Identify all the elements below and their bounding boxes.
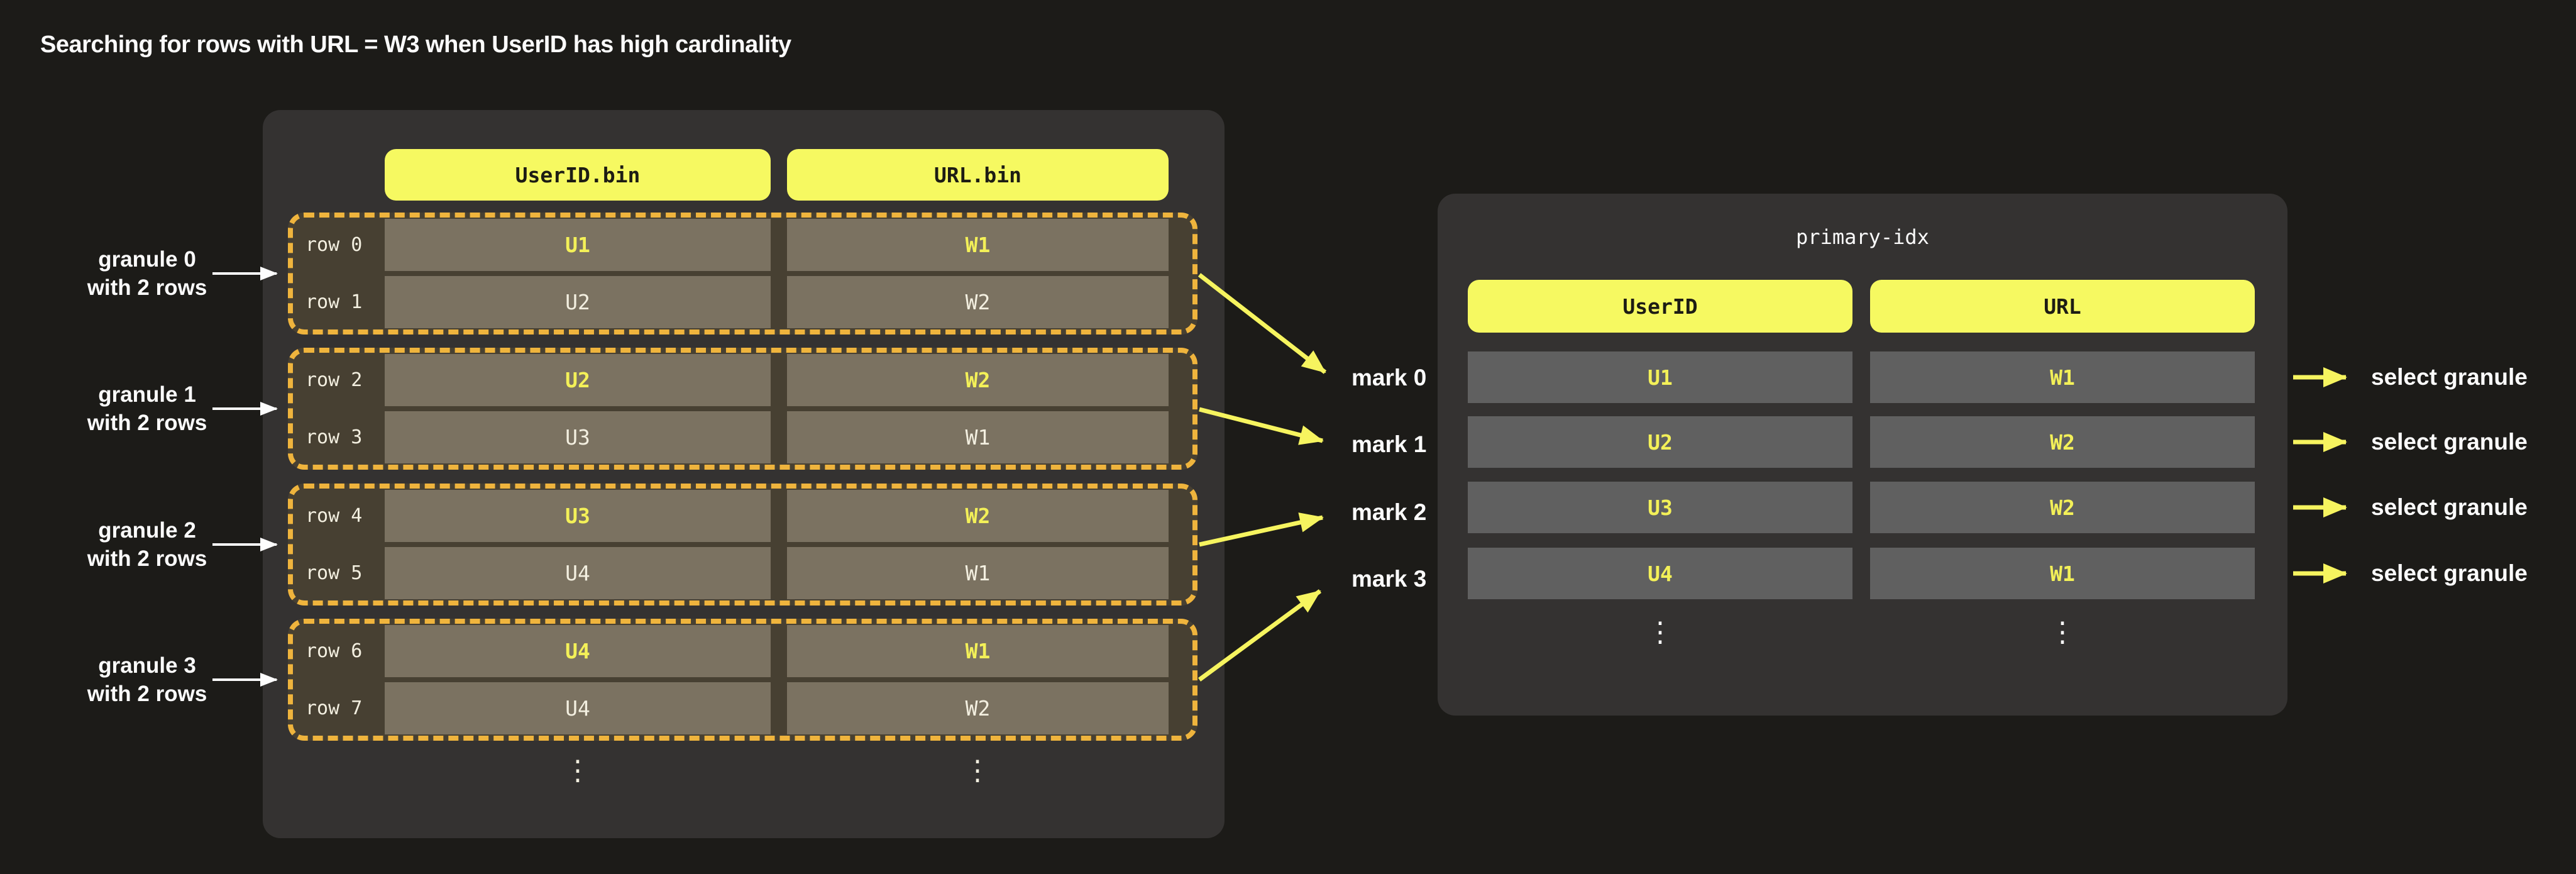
column-header-userid-bin-label: UserID.bin — [515, 162, 641, 187]
index-cell-userid-1: U2 — [1468, 416, 1852, 468]
select-granule-label-0: select granule — [2371, 364, 2528, 390]
mark-3-label: mark 3 — [1351, 566, 1427, 592]
cell-value: W1 — [2050, 365, 2075, 390]
cell-value: U2 — [565, 290, 590, 314]
granule-0-label-line2: with 2 rows — [87, 275, 207, 300]
row-label: row 4 — [305, 505, 363, 527]
diagram-title: Searching for rows with URL = W3 when Us… — [40, 31, 791, 58]
index-header-userid: UserID — [1468, 280, 1852, 333]
userid-bin-ellipsis: ⋮ — [564, 755, 592, 787]
cell-userid-row5: U4 — [385, 547, 771, 599]
cell-value: W1 — [965, 639, 991, 663]
cell-value: U3 — [1648, 495, 1673, 520]
cell-value: W2 — [965, 368, 991, 392]
select-granule-label-1: select granule — [2371, 429, 2528, 455]
granule-3-label: granule 3 with 2 rows — [53, 651, 241, 708]
cell-value: W2 — [965, 504, 991, 528]
row-label: row 7 — [305, 697, 363, 719]
cell-value: W2 — [2050, 429, 2075, 455]
cell-value: W1 — [2050, 561, 2075, 586]
granule-0-label: granule 0 with 2 rows — [53, 245, 241, 302]
cell-value: W1 — [965, 561, 991, 585]
index-header-url-label: URL — [2044, 294, 2081, 319]
column-header-url-bin-label: URL.bin — [933, 162, 1022, 187]
granule-2-label-line2: with 2 rows — [87, 546, 207, 571]
column-header-url-bin: URL.bin — [787, 149, 1169, 201]
cell-value: U4 — [565, 696, 590, 721]
index-userid-ellipsis: ⋮ — [1646, 616, 1674, 648]
mark-0-label: mark 0 — [1351, 365, 1427, 390]
cell-value: U2 — [1648, 429, 1673, 455]
cell-userid-row2: U2 — [385, 354, 771, 406]
cell-value: U2 — [565, 368, 590, 392]
cell-value: U4 — [565, 561, 590, 585]
granule-3-label-line1: granule 3 — [98, 653, 196, 678]
granule-1-label: granule 1 with 2 rows — [53, 380, 241, 437]
mark-1-label: mark 1 — [1351, 431, 1427, 457]
granule-2-label-line1: granule 2 — [98, 518, 196, 543]
cell-userid-row1: U2 — [385, 276, 771, 328]
row-label: row 2 — [305, 369, 363, 391]
index-cell-url-1: W2 — [1870, 416, 2255, 468]
index-cell-userid-0: U1 — [1468, 351, 1852, 403]
cell-value: U3 — [565, 425, 590, 450]
row-label: row 5 — [305, 562, 363, 584]
cell-url-row3: W1 — [787, 411, 1169, 463]
cell-value: W2 — [965, 696, 991, 721]
index-cell-url-3: W1 — [1870, 548, 2255, 599]
granule-0-label-line1: granule 0 — [98, 247, 196, 272]
granule-1-label-line2: with 2 rows — [87, 411, 207, 435]
cell-value: U3 — [565, 504, 590, 528]
cell-url-row0: W1 — [787, 219, 1169, 271]
cell-userid-row4: U3 — [385, 490, 771, 542]
granule-2-label: granule 2 with 2 rows — [53, 516, 241, 573]
row-label: row 0 — [305, 234, 363, 256]
mark-2-label: mark 2 — [1351, 499, 1427, 525]
select-granule-label-3: select granule — [2371, 560, 2528, 586]
row-label: row 1 — [305, 291, 363, 313]
select-granule-label-2: select granule — [2371, 494, 2528, 520]
cell-value: W2 — [2050, 495, 2075, 520]
index-cell-url-0: W1 — [1870, 351, 2255, 403]
cell-url-row5: W1 — [787, 547, 1169, 599]
column-header-userid-bin: UserID.bin — [385, 149, 771, 201]
granule-1-label-line1: granule 1 — [98, 382, 196, 407]
cell-url-row7: W2 — [787, 682, 1169, 734]
primary-index-title: primary-idx — [1796, 225, 1929, 249]
cell-userid-row6: U4 — [385, 625, 771, 677]
cell-value: W2 — [965, 290, 991, 314]
index-cell-userid-3: U4 — [1468, 548, 1852, 599]
row-label: row 3 — [305, 426, 363, 448]
cell-value: U4 — [565, 639, 590, 663]
cell-userid-row7: U4 — [385, 682, 771, 734]
url-bin-ellipsis: ⋮ — [964, 755, 991, 787]
index-cell-url-2: W2 — [1870, 482, 2255, 533]
index-header-url: URL — [1870, 280, 2255, 333]
cell-userid-row0: U1 — [385, 219, 771, 271]
cell-url-row6: W1 — [787, 625, 1169, 677]
index-cell-userid-2: U3 — [1468, 482, 1852, 533]
granule-3-label-line2: with 2 rows — [87, 682, 207, 706]
cell-value: U1 — [565, 233, 590, 257]
cell-url-row2: W2 — [787, 354, 1169, 406]
index-url-ellipsis: ⋮ — [2049, 616, 2076, 648]
cell-userid-row3: U3 — [385, 411, 771, 463]
row-label: row 6 — [305, 640, 363, 662]
cell-value: W1 — [965, 233, 991, 257]
index-header-userid-label: UserID — [1622, 294, 1698, 319]
cell-value: U4 — [1648, 561, 1673, 586]
cell-url-row1: W2 — [787, 276, 1169, 328]
cell-value: W1 — [965, 425, 991, 450]
cell-url-row4: W2 — [787, 490, 1169, 542]
cell-value: U1 — [1648, 365, 1673, 390]
